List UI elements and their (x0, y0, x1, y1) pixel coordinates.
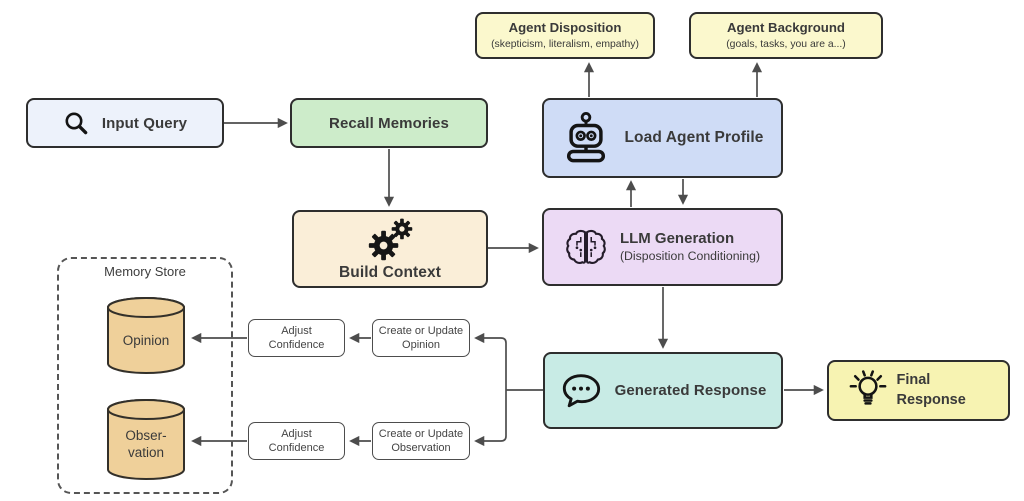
gears-icon (361, 217, 419, 263)
robot-icon (561, 110, 611, 166)
create-update-opinion-node: Create or Update Opinion (372, 319, 470, 357)
observation-cylinder: Obser- vation (106, 398, 186, 482)
final-response-node: Final Response (827, 360, 1010, 421)
load-agent-profile-node: Load Agent Profile (542, 98, 783, 178)
build-context-label: Build Context (338, 264, 442, 281)
memory-store-container: Memory Store (57, 257, 233, 494)
search-icon (63, 110, 89, 136)
opinion-cylinder: Opinion (106, 296, 186, 376)
agent-background-node: Agent Background (goals, tasks, you are … (689, 12, 883, 59)
build-context-node: Build Context (292, 210, 488, 288)
generated-response-label: Generated Response (614, 382, 767, 399)
load-agent-profile-label: Load Agent Profile (624, 129, 764, 146)
agent-background-title: Agent Background (727, 20, 845, 36)
agent-background-subtitle: (goals, tasks, you are a...) (726, 38, 846, 50)
input-query-node: Input Query (26, 98, 224, 148)
opinion-cylinder-label: Opinion (122, 332, 170, 348)
chat-bubble-icon (560, 372, 602, 410)
agent-disposition-node: Agent Disposition (skepticism, literalis… (475, 12, 655, 59)
final-response-label: Final Response (896, 371, 966, 408)
brain-circuit-icon (565, 228, 607, 266)
adjust-confidence-opinion-node: Adjust Confidence (248, 319, 345, 357)
memory-store-label: Memory Store (104, 264, 186, 279)
observation-cylinder-label: Obser- vation (125, 428, 167, 460)
agent-disposition-title: Agent Disposition (508, 20, 622, 36)
llm-generation-subtitle: (Disposition Conditioning) (619, 248, 761, 263)
llm-generation-title: LLM Generation (619, 230, 735, 248)
create-update-observation-node: Create or Update Observation (372, 422, 470, 460)
lightbulb-icon (849, 369, 887, 412)
generated-response-node: Generated Response (543, 352, 783, 429)
adjust-confidence-observation-node: Adjust Confidence (248, 422, 345, 460)
llm-generation-node: LLM Generation (Disposition Conditioning… (542, 208, 783, 286)
recall-memories-node: Recall Memories (290, 98, 488, 148)
input-query-label: Input Query (101, 114, 188, 132)
edge-branch-to-create-observation (474, 390, 507, 447)
agent-disposition-subtitle: (skepticism, literalism, empathy) (491, 38, 639, 50)
edge-branch-to-create-opinion (474, 332, 507, 390)
recall-memories-label: Recall Memories (329, 114, 449, 132)
